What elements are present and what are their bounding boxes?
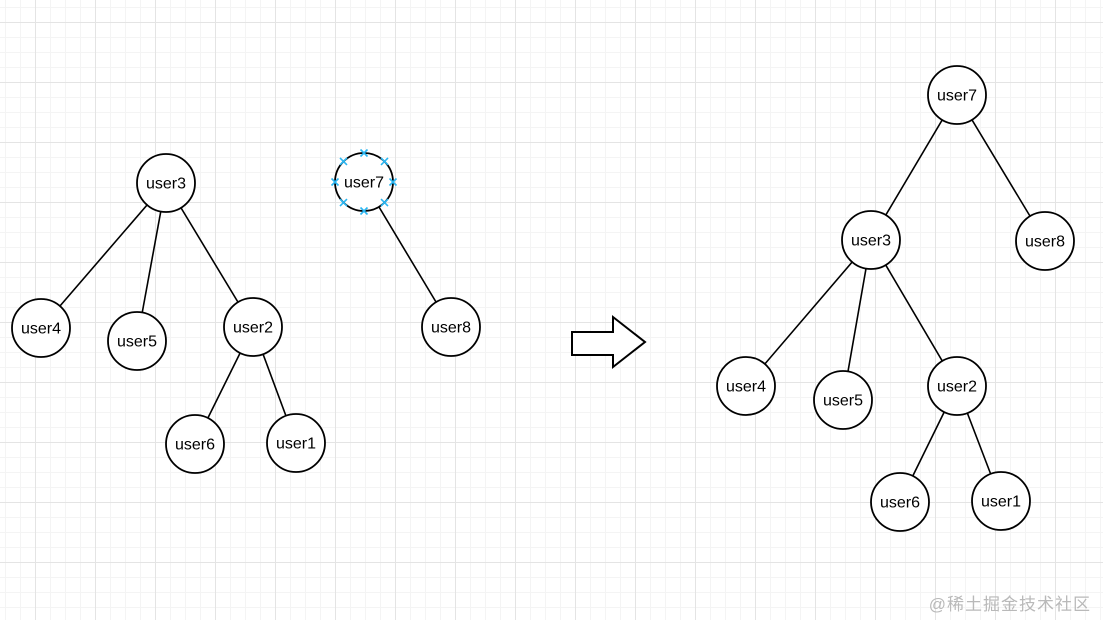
node-circle-right-user5[interactable] (813, 370, 873, 430)
node-circle-left-user3[interactable] (136, 153, 196, 213)
node-circle-left-user2[interactable] (223, 297, 283, 357)
node-left-user8[interactable]: user8 (421, 297, 481, 357)
node-circle-right-user1[interactable] (971, 471, 1031, 531)
node-left-user6[interactable]: user6 (165, 414, 225, 474)
merge-arrow-shape[interactable] (571, 314, 647, 370)
nodes-layer: user3 user4 user5 user2 user6 user1 user7 user8… (11, 65, 1075, 532)
node-circle-left-user1[interactable] (266, 413, 326, 473)
node-right-user7[interactable]: user7 (927, 65, 987, 125)
node-circle-right-user4[interactable] (716, 356, 776, 416)
selection-handle-icon[interactable] (388, 177, 398, 187)
node-circle-left-user4[interactable] (11, 298, 71, 358)
node-left-user4[interactable]: user4 (11, 298, 71, 358)
node-circle-left-user6[interactable] (165, 414, 225, 474)
watermark-text: @稀土掘金技术社区 (928, 595, 1091, 614)
node-right-user2[interactable]: user2 (927, 356, 987, 416)
selection-handle-icon[interactable] (380, 198, 389, 207)
node-circle-right-user8[interactable] (1015, 211, 1075, 271)
node-right-user3[interactable]: user3 (841, 210, 901, 270)
node-left-user3[interactable]: user3 (136, 153, 196, 213)
node-circle-right-user6[interactable] (870, 472, 930, 532)
node-circle-right-user7[interactable] (927, 65, 987, 125)
selection-handle-icon[interactable] (359, 206, 369, 216)
selection-handle-icon[interactable] (380, 157, 389, 166)
selection-handles-layer (330, 148, 398, 216)
node-left-user2[interactable]: user2 (223, 297, 283, 357)
selection-handle-icon[interactable] (330, 177, 340, 187)
node-right-user4[interactable]: user4 (716, 356, 776, 416)
node-right-user6[interactable]: user6 (870, 472, 930, 532)
node-right-user5[interactable]: user5 (813, 370, 873, 430)
node-circle-left-user8[interactable] (421, 297, 481, 357)
selection-handle-icon[interactable] (339, 198, 348, 207)
node-left-user5[interactable]: user5 (107, 311, 167, 371)
node-right-user8[interactable]: user8 (1015, 211, 1075, 271)
node-left-user1[interactable]: user1 (266, 413, 326, 473)
selection-handle-icon[interactable] (339, 157, 348, 166)
selection-handle-icon[interactable] (359, 148, 369, 158)
node-circle-right-user2[interactable] (927, 356, 987, 416)
node-right-user1[interactable]: user1 (971, 471, 1031, 531)
edge-left-user3-to-left-user4[interactable] (40, 182, 167, 329)
node-circle-right-user3[interactable] (841, 210, 901, 270)
node-circle-left-user5[interactable] (107, 311, 167, 371)
edge-right-user3-to-right-user4[interactable] (745, 239, 872, 387)
